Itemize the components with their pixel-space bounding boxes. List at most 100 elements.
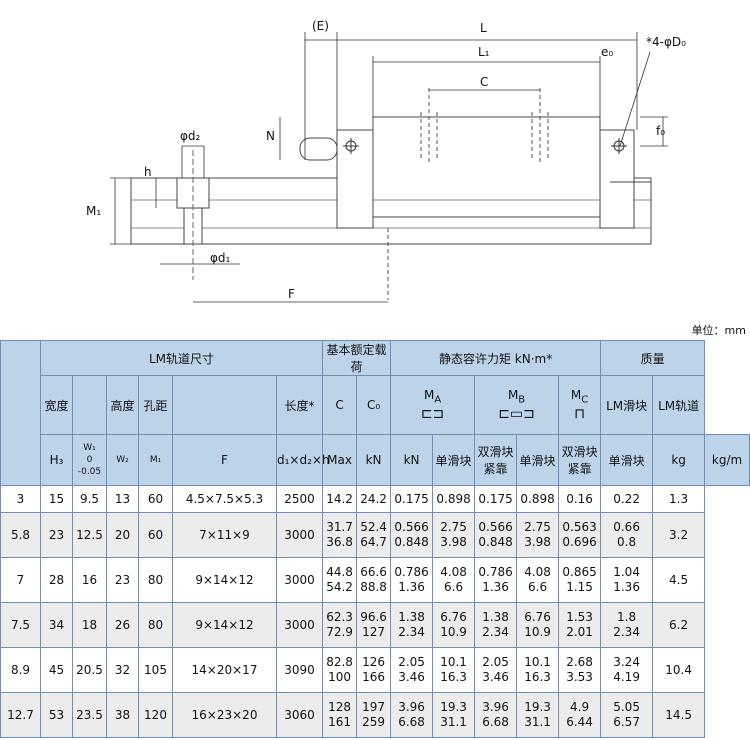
hdr-single-1: 单滑块	[432, 434, 476, 486]
label-h: h	[144, 165, 152, 179]
cell-kgm: 1.3	[652, 485, 706, 513]
cell-f: 120	[138, 692, 173, 738]
group-mass: 质量	[600, 340, 706, 376]
cell-w2: 23.5	[72, 692, 107, 738]
cell-max: 3060	[275, 692, 324, 738]
label-N: N	[266, 129, 275, 143]
cell-kgm: 10.4	[652, 647, 706, 693]
cell-w1: 28	[40, 557, 73, 603]
cell-w2: 20.5	[72, 647, 107, 693]
group-moment: 静态容许力矩 kN·m*	[390, 340, 602, 376]
cell-d: 7×11×9	[172, 512, 277, 558]
cell-w2: 18	[72, 602, 107, 648]
hdr-kN-2: kN	[390, 434, 434, 486]
cell-mc: 0.16	[558, 485, 602, 513]
hdr-W2: W₂	[106, 434, 139, 486]
label-M1: M₁	[86, 204, 101, 218]
hdr-single-3: 单滑块	[600, 434, 654, 486]
hdr-F: F	[172, 434, 277, 486]
cell-w1: 53	[40, 692, 73, 738]
cell-d: 9×14×12	[172, 557, 277, 603]
cell-h3: 7.5	[0, 602, 41, 648]
cell-c: 14.2	[322, 485, 358, 513]
cell-max: 3000	[275, 602, 324, 648]
hdr-C0: C₀	[356, 375, 392, 435]
mb-icon: ⊏▭⊐	[498, 405, 535, 422]
label-L1: L₁	[478, 45, 490, 59]
group-load: 基本额定载荷	[322, 340, 392, 376]
hdr-double-2: 双滑块紧靠	[558, 434, 602, 486]
cell-max: 2500	[275, 485, 324, 513]
hdr-lm-rail: LM轨道	[652, 375, 706, 435]
cell-m1: 32	[106, 647, 139, 693]
cell-f: 80	[138, 557, 173, 603]
cell-mb2: 0.898	[516, 485, 560, 513]
cell-w2: 12.5	[72, 512, 107, 558]
col-model	[0, 340, 41, 486]
hdr-C: C	[322, 375, 358, 435]
cell-h3: 3	[0, 485, 41, 513]
lm-block	[299, 116, 651, 229]
cell-d: 4.5×7.5×5.3	[172, 485, 277, 513]
cell-ma1: 0.175	[390, 485, 434, 513]
cell-kgm: 4.5	[652, 557, 706, 603]
cell-d: 9×14×12	[172, 602, 277, 648]
dimension-labels: (E) L L₁ e₀ *4-φD₀ C φd₂ N f₀ h M₁ φd₁ F	[86, 19, 686, 301]
mount-holes	[343, 138, 627, 154]
hdr-MB: MB⊏▭⊐	[474, 375, 560, 435]
label-e0: e₀	[601, 45, 613, 59]
cell-m1: 26	[106, 602, 139, 648]
dimension-drawing: (E) L L₁ e₀ *4-φD₀ C φd₂ N f₀ h M₁ φd₁ F	[86, 19, 686, 303]
hdr-H3: H₃	[40, 434, 73, 486]
cell-mb1: 0.175	[474, 485, 518, 513]
hdr-lm-block: LM滑块	[600, 375, 654, 435]
cell-kg: 0.22	[600, 485, 654, 513]
cell-f: 105	[138, 647, 173, 693]
cell-h3: 8.9	[0, 647, 41, 693]
hdr-MC: MC⊓	[558, 375, 602, 435]
cell-kgm: 14.5	[652, 692, 706, 738]
ma-icon: ⊏⊐	[420, 405, 445, 422]
label-d2: φd₂	[180, 129, 201, 143]
label-f0: f₀	[656, 124, 665, 138]
cell-w2: 9.5	[72, 485, 107, 513]
cell-w1: 23	[40, 512, 73, 558]
hdr-d: d₁×d₂×h	[275, 434, 330, 486]
hdr-d-blank	[172, 375, 277, 435]
cell-d: 16×23×20	[172, 692, 277, 738]
hdr-height: 高度	[106, 375, 139, 435]
label-C: C	[480, 75, 488, 89]
cell-max: 3090	[275, 647, 324, 693]
cell-h3: 5.8	[0, 512, 41, 558]
cell-h3: 12.7	[0, 692, 41, 738]
mc-icon: ⊓	[574, 405, 586, 422]
cell-w1: 15	[40, 485, 73, 513]
cell-f: 60	[138, 512, 173, 558]
cell-m1: 23	[106, 557, 139, 603]
